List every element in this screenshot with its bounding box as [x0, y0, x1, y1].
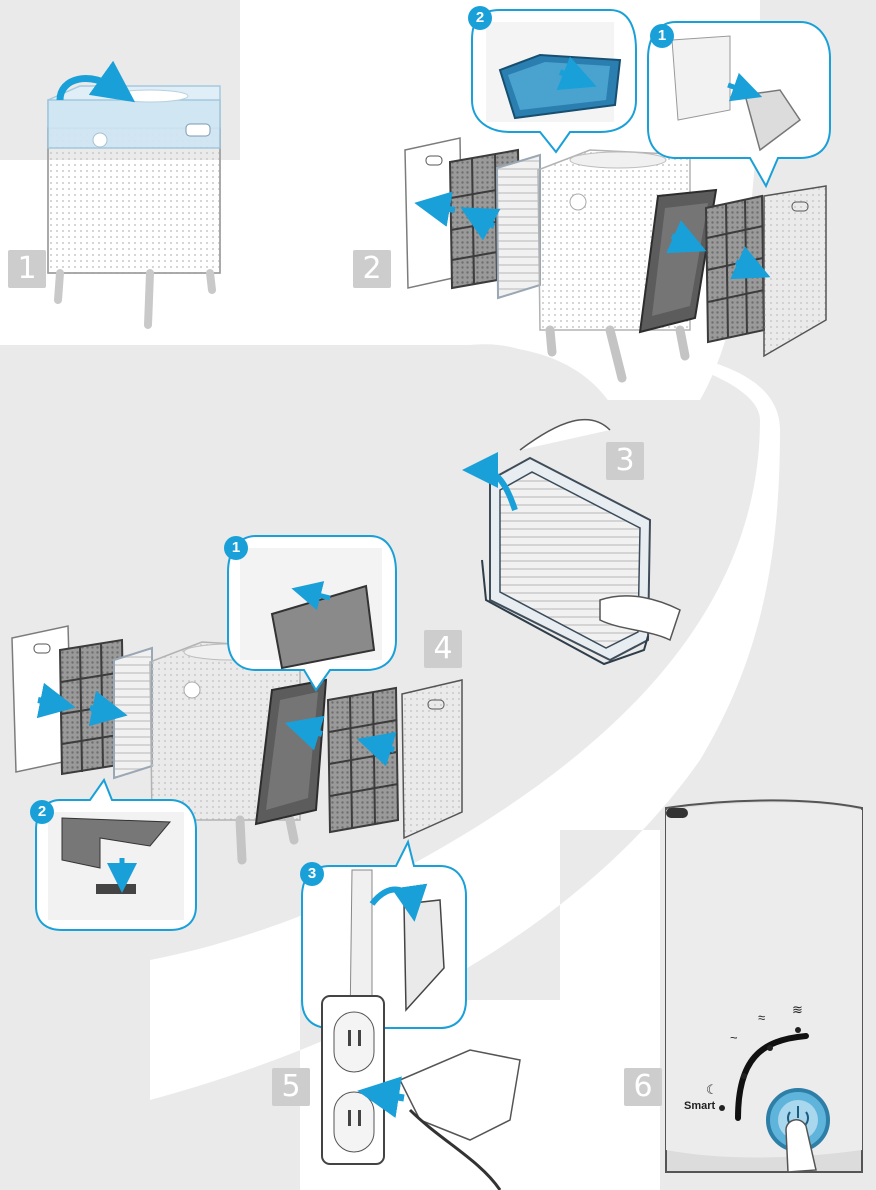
- step-badge-2: 2: [353, 250, 391, 288]
- step-badge-5: 5: [272, 1068, 310, 1106]
- step6-control-panel: [666, 800, 862, 1172]
- step-badge-1: 1: [8, 250, 46, 288]
- back-cover: [764, 186, 826, 356]
- wave-mid-icon: ≈: [758, 1010, 765, 1025]
- substep-badge-4c: 3: [300, 862, 324, 886]
- smart-mode-label: Smart: [684, 1100, 715, 1112]
- step-badge-4: 4: [424, 630, 462, 668]
- substep-badge-2a: 2: [468, 6, 492, 30]
- substep-badge-2b: 1: [650, 24, 674, 48]
- hepa-filter: [497, 155, 540, 298]
- substep-badge-4b: 2: [30, 800, 54, 824]
- wave-low-icon: ~: [730, 1030, 738, 1045]
- pre-filter-right-4: [328, 688, 398, 832]
- back-cover-4: [402, 680, 462, 838]
- step-badge-6: 6: [624, 1068, 662, 1106]
- hepa-filter-4: [114, 648, 152, 778]
- wave-high-icon: ≋: [792, 1002, 803, 1018]
- step-badge-3: 3: [606, 442, 644, 480]
- moon-icon: ☾: [706, 1082, 718, 1098]
- substep-badge-4a: 1: [224, 536, 248, 560]
- power-button[interactable]: [768, 1090, 828, 1150]
